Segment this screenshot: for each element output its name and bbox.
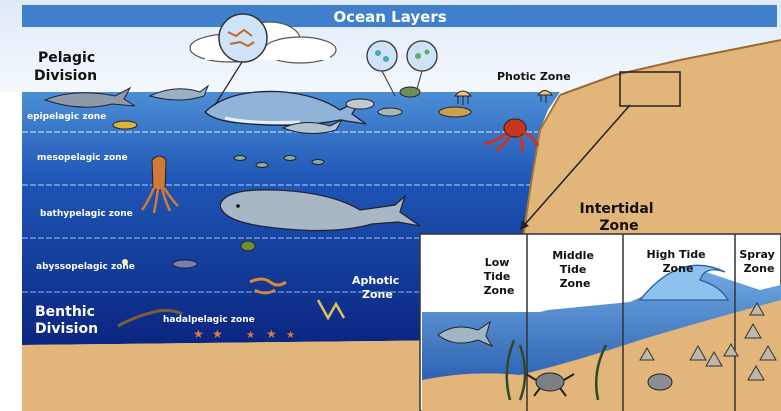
svg-text:★: ★ bbox=[212, 327, 223, 341]
svg-text:★: ★ bbox=[193, 327, 204, 341]
svg-text:★: ★ bbox=[286, 330, 295, 341]
intertidal-inset bbox=[420, 234, 781, 411]
bathypelagic-zone-label: bathypelagic zone bbox=[40, 209, 133, 219]
abyssopelagic-zone-label: abyssopelagic zone bbox=[36, 262, 135, 272]
hadalpelagic-zone-label: hadalpelagic zone bbox=[163, 315, 255, 325]
photic-zone-label: Photic Zone bbox=[497, 70, 571, 83]
epipelagic-zone-label: epipelagic zone bbox=[27, 112, 106, 122]
mesopelagic-zone-label: mesopelagic zone bbox=[37, 153, 128, 163]
svg-text:★: ★ bbox=[266, 327, 277, 341]
svg-text:★: ★ bbox=[246, 330, 255, 341]
low-tide-zone-label: Low Tide Zone bbox=[484, 256, 515, 297]
spray-zone-label: Spray Zone bbox=[739, 248, 778, 275]
benthic-division-label: Benthic Division bbox=[35, 304, 100, 337]
diagram-title: Ocean Layers bbox=[333, 8, 446, 26]
